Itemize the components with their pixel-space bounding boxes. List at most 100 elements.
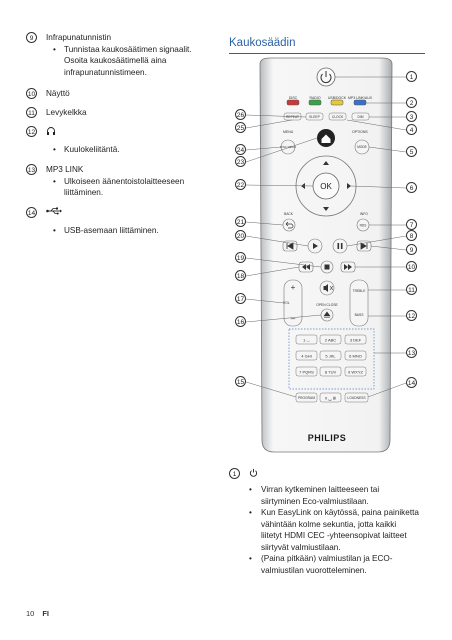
source-label-usb-dock: USB/DOCK [328, 96, 347, 100]
callout-number: 11 [26, 107, 37, 118]
callout-23: 23 [235, 156, 246, 167]
ok-label: OK [320, 182, 332, 191]
mp3link-aux-button[interactable] [353, 99, 367, 106]
headphone-icon [46, 126, 56, 140]
item-description: USB-asemaan liittäminen. [64, 225, 159, 235]
bass-label: BASS [355, 313, 365, 317]
treble-label: TREBLE [353, 289, 367, 293]
heading-rule [229, 53, 425, 54]
callout-number: 9 [26, 32, 37, 43]
rds-label: RDS [360, 224, 367, 228]
bullet: • [53, 144, 56, 154]
callout-10: 10 [406, 261, 417, 272]
dim-label: DIM [357, 115, 363, 119]
key-3[interactable] [344, 334, 367, 345]
callout-number: 13 [26, 164, 37, 175]
callout-13: 13 [406, 347, 417, 358]
item-description: Tunnistaa kaukosäätimen signaalit. Osoit… [64, 44, 192, 77]
loudness-label: LOUDNESS [347, 396, 366, 400]
key-4[interactable] [295, 350, 318, 361]
navigation-pad: OK [295, 155, 357, 217]
key-0-label: 0 ‿ ⊞ [325, 396, 336, 402]
rewind-button[interactable] [298, 261, 314, 273]
radio-button[interactable] [308, 99, 322, 106]
volume-up-icon: + [291, 283, 296, 292]
key-0[interactable] [319, 392, 342, 403]
key-1[interactable] [295, 334, 318, 345]
callout-12: 12 [406, 310, 417, 321]
disc-button[interactable] [286, 99, 300, 106]
loudness-button[interactable] [344, 392, 369, 403]
right-arrow-icon[interactable] [347, 183, 351, 189]
callout-15: 15 [235, 376, 246, 387]
treble-bass-rocker[interactable] [349, 279, 369, 327]
dim-button[interactable] [351, 112, 370, 121]
sleep-button[interactable] [305, 112, 324, 121]
section-heading: Kaukosäädin [229, 37, 296, 49]
bullet: • [249, 554, 252, 563]
clock-button[interactable] [328, 112, 347, 121]
key-7[interactable] [295, 366, 318, 377]
key-5-label: 5 JKL [325, 353, 336, 358]
keypad-highlight [288, 328, 375, 390]
callout-1: 1 [406, 71, 417, 82]
key-5[interactable] [319, 350, 342, 361]
page-number: 10 [26, 609, 35, 618]
section-infrared: 9 Infrapunatunnistin • Tunnistaa kaukosäät… [26, 32, 211, 78]
usb-dock-button[interactable] [330, 99, 344, 106]
callout-14: 14 [406, 377, 417, 388]
callout-19: 19 [235, 252, 246, 263]
usb-icon [46, 207, 62, 219]
key-8[interactable] [319, 366, 342, 377]
callout-lines-left [245, 114, 322, 398]
key-9[interactable] [344, 366, 367, 377]
key-6-label: 6 MNO [349, 353, 362, 358]
program-button[interactable] [295, 392, 318, 403]
key-4-label: 4 GHI [301, 353, 311, 358]
callout-7: 7 [406, 219, 417, 230]
key-3-label: 3 DEF [350, 337, 362, 342]
source-label-radio: RADIO [309, 96, 320, 100]
stop-button[interactable] [320, 260, 334, 274]
callout-17: 17 [235, 293, 246, 304]
mute-button[interactable] [319, 280, 335, 296]
callout-number: 14 [26, 207, 37, 218]
callout-lines-right [335, 76, 407, 398]
brand-logo: PHILIPS [308, 433, 347, 443]
source-label-mp3link-aux: MP3 LINK/AUX [348, 96, 373, 100]
clock-label: CLOCK [332, 115, 344, 119]
callout-3: 3 [406, 111, 417, 122]
fast-forward-button[interactable] [340, 261, 356, 273]
item-title: Infrapunatunnistin [46, 33, 112, 42]
eject-button[interactable] [320, 308, 334, 322]
key-6[interactable] [344, 350, 367, 361]
power-button[interactable] [316, 67, 336, 87]
section-usb: 14 •USB-asemaan liittäminen. [26, 207, 211, 236]
bullet: • [53, 44, 56, 54]
section-tray: 11 Levykelkka [26, 107, 211, 119]
power-description: 1 • Virran kytkeminen laitteeseen tai sii… [229, 468, 419, 576]
menu-label: MENU [283, 130, 294, 134]
callout-22: 22 [235, 179, 246, 190]
callout-number: 1 [229, 468, 240, 479]
pause-button[interactable] [332, 238, 348, 254]
home-button[interactable] [317, 129, 335, 147]
callout-24: 24 [235, 144, 246, 155]
item-title: Levykelkka [46, 108, 87, 117]
up-arrow-icon[interactable] [323, 161, 329, 165]
options-label: OPTIONS [352, 130, 368, 134]
key-9-label: 9 WXYZ [348, 369, 363, 374]
play-button[interactable] [307, 238, 323, 254]
key-7-label: 7 PQRS [299, 369, 314, 374]
callout-number: 12 [26, 126, 37, 137]
key-1-label: 1 ◡ [303, 337, 310, 342]
key-2[interactable] [319, 334, 342, 345]
repeat-label: REPEAT [286, 115, 299, 119]
key-8-label: 8 TUV [325, 369, 337, 374]
callout-number: 10 [26, 88, 37, 99]
desc-bullet-1: Virran kytkeminen laitteeseen tai siirty… [261, 485, 380, 506]
down-arrow-icon[interactable] [323, 207, 329, 211]
